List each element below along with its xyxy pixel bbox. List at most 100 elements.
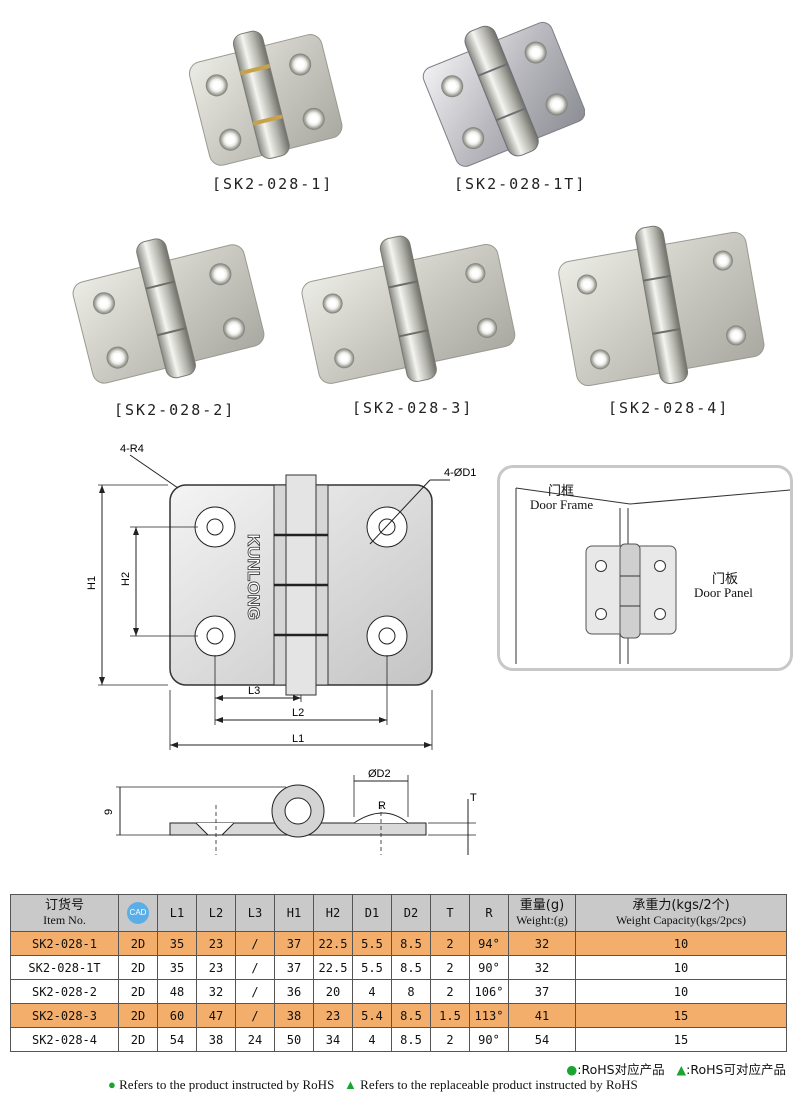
- header-r: R: [469, 894, 509, 932]
- cell-cap: 15: [575, 1003, 787, 1028]
- product-caption-3: [SK2-028-3]: [352, 399, 474, 417]
- rohs-dot-icon: ●: [108, 1077, 116, 1092]
- cell-cad: 2D: [118, 955, 158, 980]
- hinge-photo-1t: [422, 21, 585, 167]
- cell-h1: 37: [274, 955, 314, 980]
- header-l2: L2: [196, 894, 236, 932]
- install-illustration: 门框 Door Frame 门板 Door Panel: [497, 465, 793, 671]
- cad-icon: CAD: [127, 902, 149, 924]
- dim-h2: H2: [120, 572, 132, 586]
- header-d1: D1: [352, 894, 392, 932]
- dim-l1: L1: [292, 733, 304, 745]
- dim-nine: 9: [103, 809, 115, 815]
- header-l1: L1: [157, 894, 197, 932]
- cell-l3: /: [235, 979, 275, 1004]
- header-cad: CAD: [118, 894, 158, 932]
- cell-r: 113°: [469, 1003, 509, 1028]
- cell-l3: /: [235, 1003, 275, 1028]
- cell-item: SK2-028-4: [10, 1027, 119, 1052]
- cell-cad: 2D: [118, 1027, 158, 1052]
- cell-l1: 48: [157, 979, 197, 1004]
- cell-t: 2: [430, 979, 470, 1004]
- dim-d2: ØD2: [368, 768, 391, 780]
- rohs-dot-icon: ●: [566, 1062, 578, 1077]
- cell-weight: 37: [508, 979, 576, 1004]
- cell-l1: 35: [157, 931, 197, 956]
- cell-d1: 5.4: [352, 1003, 392, 1028]
- door-frame-cn: 门框: [548, 484, 575, 499]
- door-panel-en: Door Panel: [694, 585, 753, 600]
- dim-l3: L3: [248, 685, 260, 697]
- dim-l2: L2: [292, 707, 304, 719]
- cell-h2: 20: [313, 979, 353, 1004]
- cell-d1: 5.5: [352, 931, 392, 956]
- dim-r4: 4-R4: [120, 443, 144, 455]
- cell-cad: 2D: [118, 1003, 158, 1028]
- cell-weight: 32: [508, 931, 576, 956]
- cell-item: SK2-028-1T: [10, 955, 119, 980]
- cell-weight: 32: [508, 955, 576, 980]
- header-h1: H1: [274, 894, 314, 932]
- table-header-row: 订货号 Item No. CAD L1 L2 L3 H1 H2 D1 D2 T …: [10, 894, 787, 932]
- cell-h2: 23: [313, 1003, 353, 1028]
- cell-d1: 4: [352, 979, 392, 1004]
- product-caption-2: [SK2-028-2]: [114, 401, 236, 419]
- cell-h2: 22.5: [313, 955, 353, 980]
- cell-weight: 54: [508, 1027, 576, 1052]
- header-d2: D2: [391, 894, 431, 932]
- header-l3: L3: [235, 894, 275, 932]
- rohs-triangle-icon: ▲: [676, 1062, 687, 1077]
- cell-weight: 41: [508, 1003, 576, 1028]
- cell-l2: 32: [196, 979, 236, 1004]
- cell-h1: 36: [274, 979, 314, 1004]
- cell-cad: 2D: [118, 931, 158, 956]
- cell-d2: 8.5: [391, 1003, 431, 1028]
- cell-d2: 8.5: [391, 955, 431, 980]
- cell-d1: 5.5: [352, 955, 392, 980]
- cell-l2: 23: [196, 931, 236, 956]
- hinge-photo-3: [301, 235, 516, 384]
- cell-l1: 35: [157, 955, 197, 980]
- header-weight: 重量(g) Weight:(g): [508, 894, 576, 932]
- header-item: 订货号 Item No.: [10, 894, 119, 932]
- rohs-triangle-icon: ▲: [344, 1077, 357, 1092]
- cell-cap: 10: [575, 931, 787, 956]
- rohs-legend-en: ● Refers to the product instructed by Ro…: [108, 1077, 638, 1092]
- cell-l2: 47: [196, 1003, 236, 1028]
- cell-l1: 54: [157, 1027, 197, 1052]
- dim-t: T: [470, 792, 477, 804]
- header-h2: H2: [313, 894, 353, 932]
- cell-t: 1.5: [430, 1003, 470, 1028]
- cell-l3: /: [235, 955, 275, 980]
- cell-r: 90°: [469, 1027, 509, 1052]
- cell-l3: 24: [235, 1027, 275, 1052]
- cell-d1: 4: [352, 1027, 392, 1052]
- hinge-photo-2: [72, 238, 265, 384]
- cell-h2: 22.5: [313, 931, 353, 956]
- cell-cap: 10: [575, 979, 787, 1004]
- cell-d2: 8: [391, 979, 431, 1004]
- dim-h1: H1: [86, 576, 98, 590]
- cell-h1: 38: [274, 1003, 314, 1028]
- dim-d1: 4-ØD1: [444, 467, 476, 479]
- cell-h2: 34: [313, 1027, 353, 1052]
- cell-r: 94°: [469, 931, 509, 956]
- cell-cap: 10: [575, 955, 787, 980]
- product-caption-1: [SK2-028-1]: [212, 175, 334, 193]
- header-t: T: [430, 894, 470, 932]
- brand-mark: KUNLONG: [244, 534, 263, 620]
- cell-l2: 23: [196, 955, 236, 980]
- cell-r: 106°: [469, 979, 509, 1004]
- cell-item: SK2-028-3: [10, 1003, 119, 1028]
- cell-item: SK2-028-2: [10, 979, 119, 1004]
- cell-l3: /: [235, 931, 275, 956]
- cell-cap: 15: [575, 1027, 787, 1052]
- cell-r: 90°: [469, 955, 509, 980]
- door-panel-cn: 门板: [712, 572, 739, 587]
- cell-item: SK2-028-1: [10, 931, 119, 956]
